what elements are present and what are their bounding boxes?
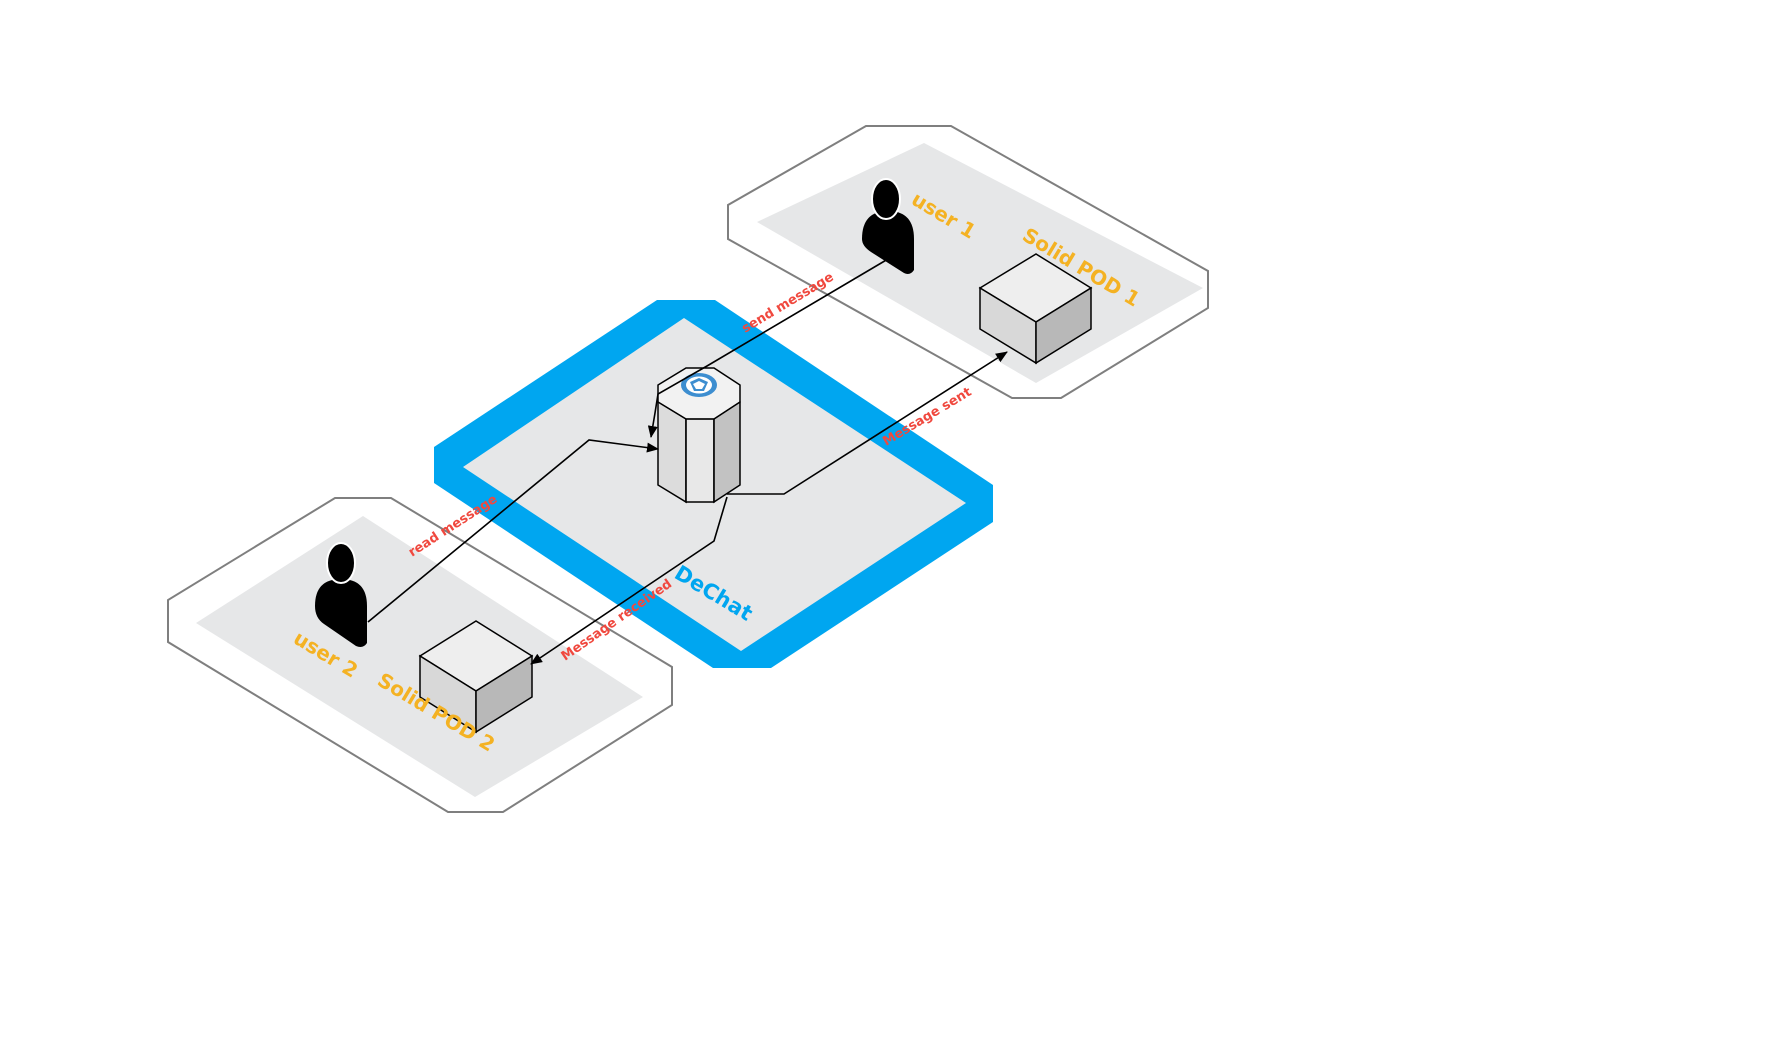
- flow-arrow-read-message: [367, 439, 659, 623]
- flow-arrow-message-received: [530, 496, 728, 665]
- pod2-box-right: [475, 654, 533, 734]
- server-edge: [657, 401, 687, 420]
- storage-box-icon: [418, 620, 534, 734]
- server-cylinder-icon: [657, 367, 741, 504]
- user-silhouette-icon: [315, 542, 367, 647]
- message-sent-label: Message sent: [880, 385, 974, 450]
- flow-arrow-send-message: [647, 258, 889, 438]
- send-message-label: send message: [739, 270, 836, 337]
- user1-body: [862, 211, 914, 274]
- dechat-logo-icon: [681, 373, 717, 397]
- pod1-box-right: [1035, 286, 1092, 365]
- user1-head: [871, 178, 901, 220]
- server-edge: [713, 401, 741, 420]
- user2-head: [326, 542, 356, 584]
- user-silhouette-icon: [862, 178, 914, 274]
- flow-arrow-message-sent: [727, 351, 1008, 495]
- user2-body: [315, 579, 367, 647]
- storage-box-icon: [978, 253, 1093, 365]
